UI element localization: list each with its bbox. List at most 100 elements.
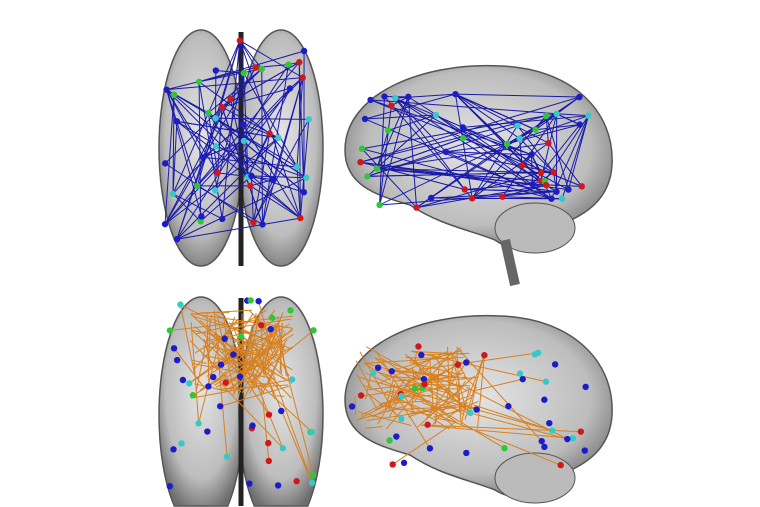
network-edge xyxy=(217,338,251,357)
network-edge xyxy=(179,304,196,377)
network-edge xyxy=(214,332,270,415)
network-edge xyxy=(455,93,580,98)
network-node xyxy=(393,433,400,440)
network-edge xyxy=(190,322,200,424)
network-edge xyxy=(190,329,238,372)
network-edge xyxy=(173,348,205,388)
network-edge xyxy=(202,40,241,158)
network-node xyxy=(219,215,226,223)
network-edge xyxy=(194,309,267,354)
network-node xyxy=(212,143,220,150)
network-node xyxy=(173,118,181,125)
axial-brain-bottom xyxy=(158,296,324,507)
network-edge xyxy=(261,77,304,225)
network-node xyxy=(170,446,177,453)
network-edge xyxy=(506,113,557,145)
network-edge xyxy=(472,378,523,392)
network-node xyxy=(189,392,197,399)
network-edge xyxy=(395,394,431,449)
network-node xyxy=(308,428,316,436)
network-edge xyxy=(298,62,301,219)
network-node xyxy=(297,214,304,222)
network-node xyxy=(361,115,369,123)
network-node xyxy=(278,407,285,415)
network-node xyxy=(546,419,553,427)
network-node xyxy=(426,445,434,452)
network-node xyxy=(293,478,300,485)
network-edge xyxy=(195,314,213,391)
network-node xyxy=(386,437,393,444)
network-edge xyxy=(298,62,305,193)
network-node xyxy=(357,158,364,166)
network-node xyxy=(461,186,468,193)
network-edge xyxy=(195,320,247,335)
network-node xyxy=(432,111,440,119)
network-edge xyxy=(416,184,547,209)
network-node xyxy=(288,376,296,383)
network-edge xyxy=(407,96,418,208)
network-edge xyxy=(296,77,304,168)
network-edge xyxy=(433,383,458,396)
network-node xyxy=(249,422,256,429)
network-edge xyxy=(256,364,288,381)
network-edge xyxy=(198,81,223,219)
network-node xyxy=(286,85,294,92)
network-node xyxy=(265,411,273,418)
network-edge xyxy=(190,378,293,399)
network-node xyxy=(538,437,545,445)
network-node xyxy=(367,96,374,104)
network-node xyxy=(388,368,395,375)
network-node xyxy=(405,93,412,101)
network-node xyxy=(582,383,589,391)
network-node xyxy=(236,373,244,380)
network-node xyxy=(381,93,388,100)
network-node xyxy=(218,103,226,111)
network-edge xyxy=(366,405,466,422)
network-edge xyxy=(445,143,508,153)
network-sagittal-bottom xyxy=(348,343,589,469)
network-edge xyxy=(192,363,275,380)
network-edge xyxy=(556,113,589,117)
network-edge xyxy=(379,96,385,205)
network-node xyxy=(569,435,577,442)
network-edge xyxy=(392,421,457,465)
network-edge xyxy=(531,154,534,185)
network-edge xyxy=(251,175,301,219)
network-node xyxy=(179,376,187,384)
network-node xyxy=(418,351,425,359)
network-edge xyxy=(238,349,266,356)
network-edge xyxy=(270,369,313,484)
network-node xyxy=(212,187,219,194)
network-node xyxy=(373,165,381,172)
network-edge xyxy=(164,106,223,164)
network-node xyxy=(558,195,566,202)
network-edge xyxy=(540,113,558,182)
network-node xyxy=(542,378,550,385)
network-edge xyxy=(259,312,284,376)
network-node xyxy=(293,163,301,171)
network-edge xyxy=(207,40,241,114)
network-edge xyxy=(462,126,554,173)
network-node xyxy=(442,148,450,156)
network-edge xyxy=(425,388,477,411)
network-node xyxy=(285,61,292,68)
network-node xyxy=(240,69,247,77)
network-node xyxy=(268,314,276,321)
network-edge xyxy=(215,145,307,179)
network-edge xyxy=(547,142,583,187)
network-node xyxy=(398,415,405,423)
network-node xyxy=(565,186,572,193)
network-node xyxy=(205,383,212,390)
network-node xyxy=(516,370,524,377)
network-node xyxy=(169,190,177,198)
network-edge xyxy=(407,355,440,381)
network-edge xyxy=(367,171,554,177)
network-node xyxy=(247,182,254,190)
network-edge xyxy=(206,350,246,377)
network-edge xyxy=(364,114,437,120)
network-edge xyxy=(208,320,211,367)
network-node xyxy=(246,480,253,487)
network-node xyxy=(585,112,592,119)
network-node xyxy=(364,173,371,180)
network-edge xyxy=(393,400,431,404)
